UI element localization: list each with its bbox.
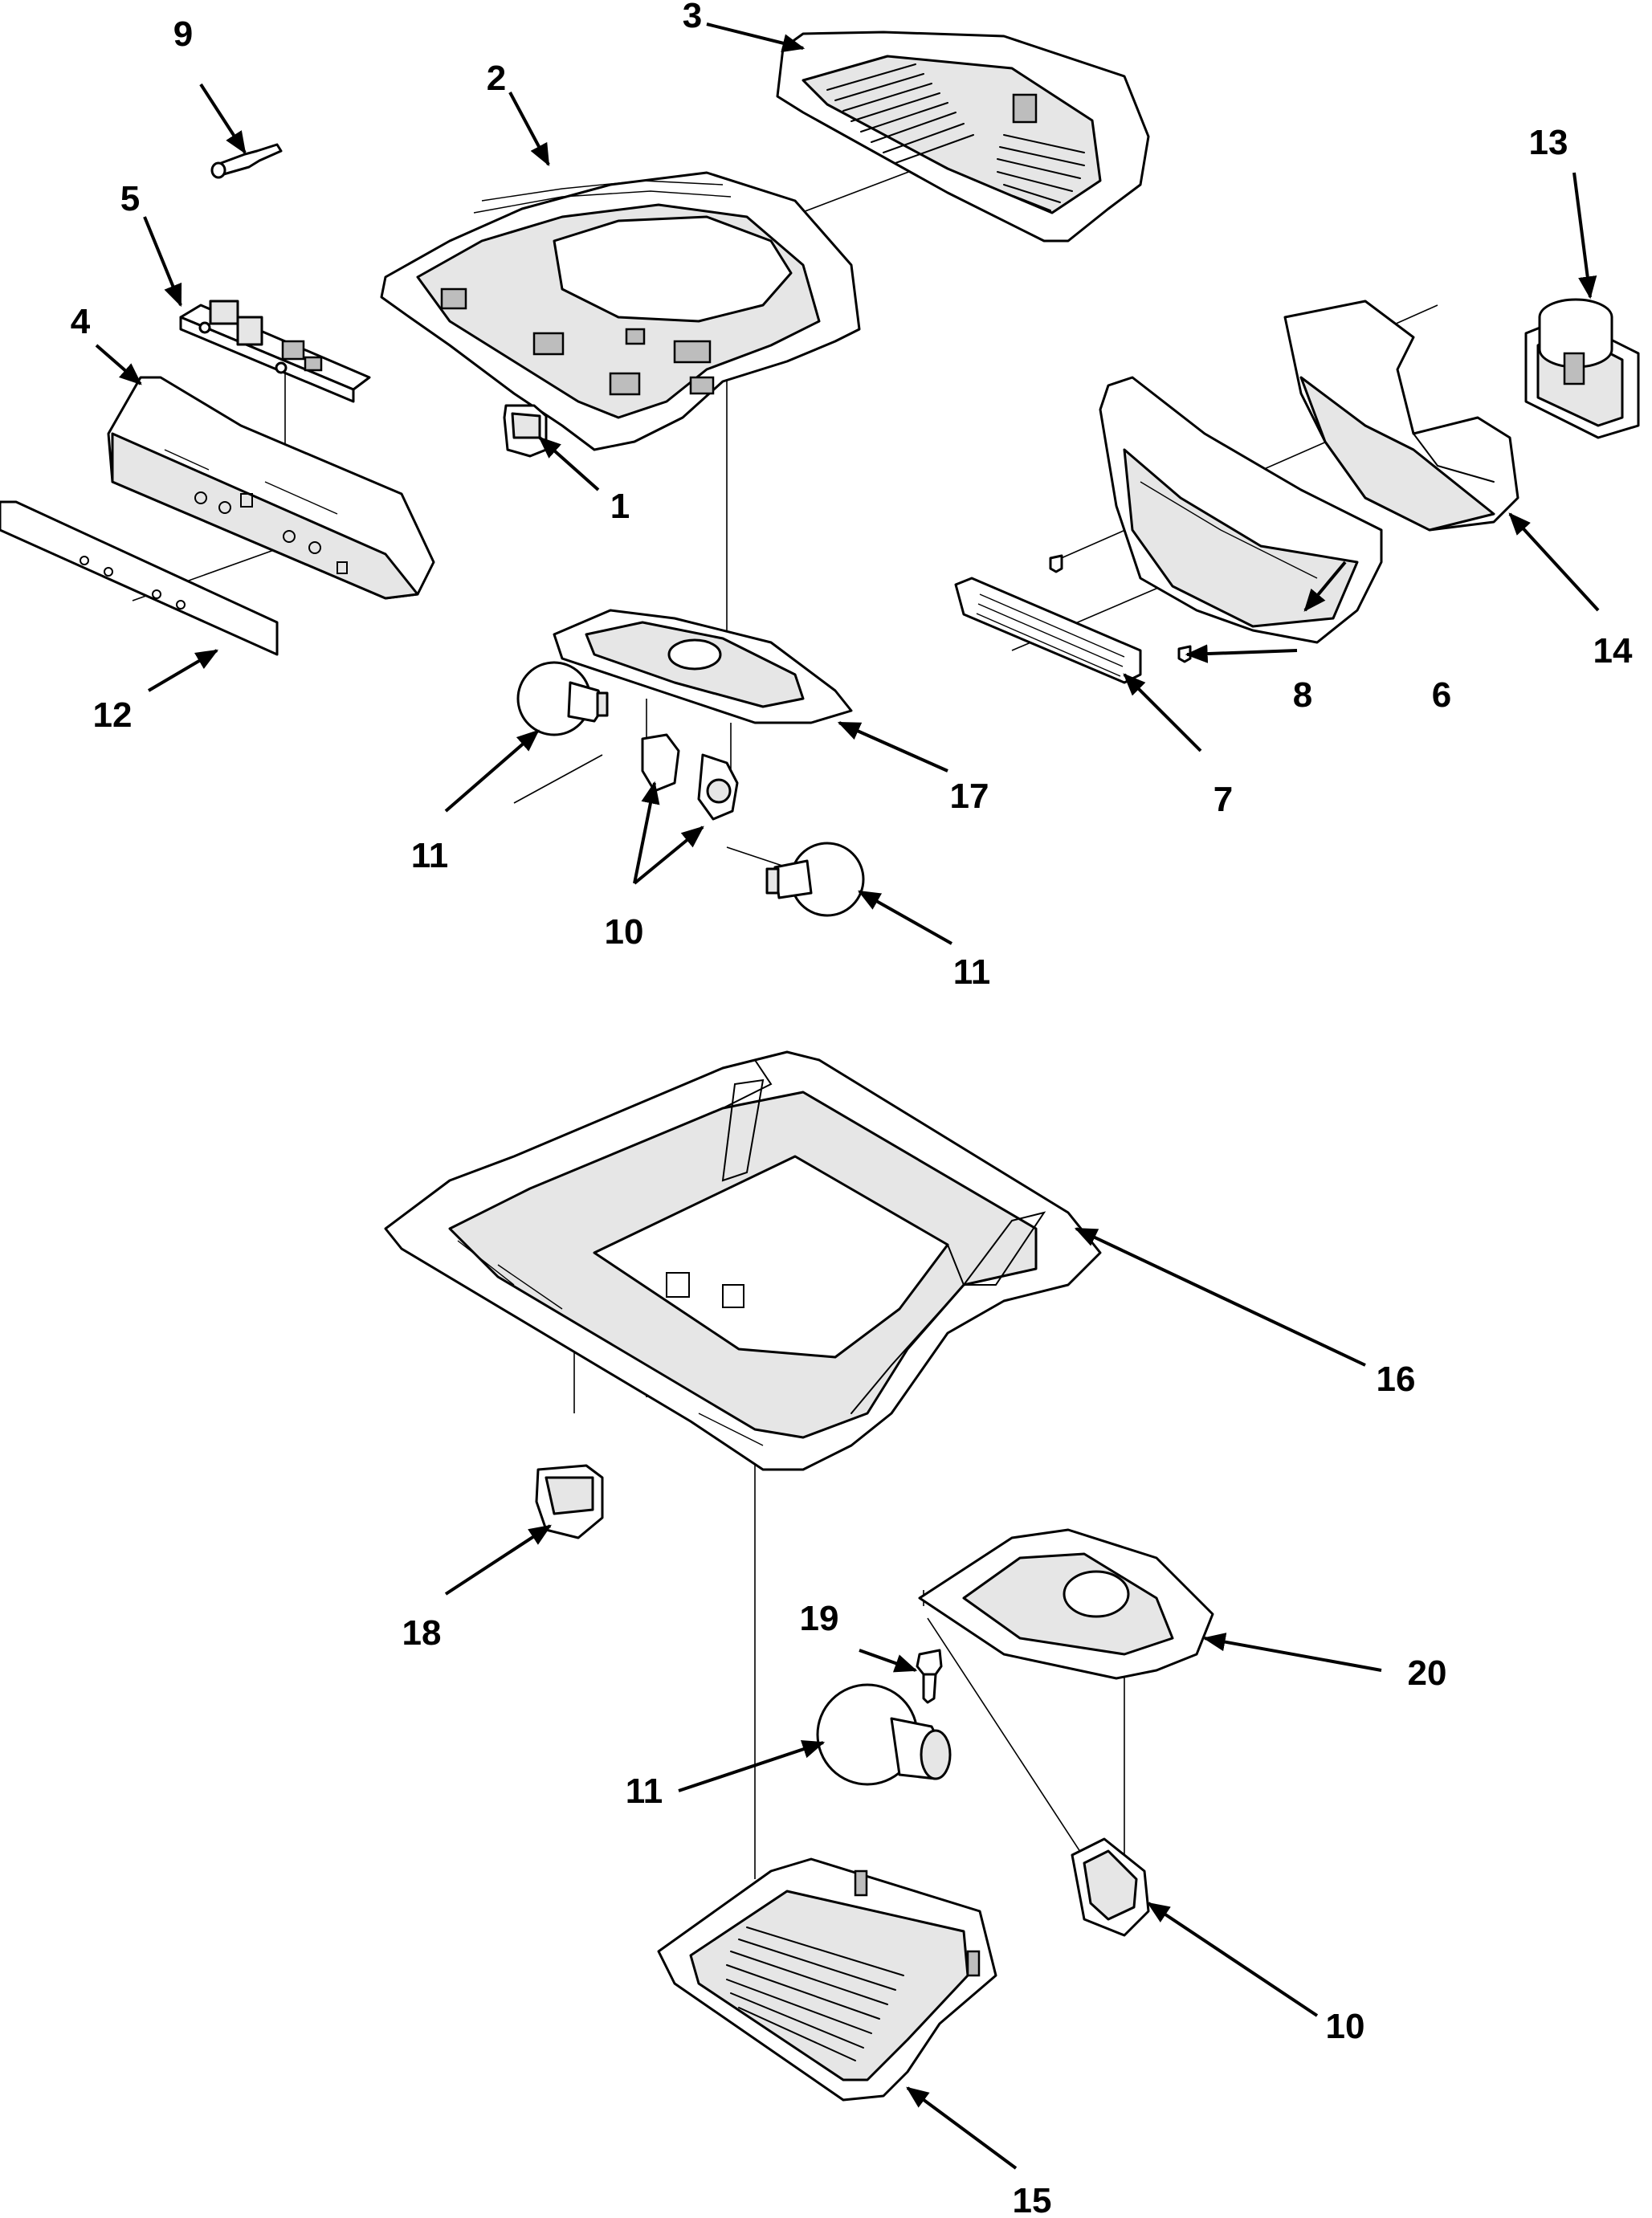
part-2-housing-frame: [380, 171, 861, 451]
part-6-front-bezel: [1099, 376, 1383, 644]
callout-4: 4: [71, 302, 91, 341]
callout-11-upper-left: 11: [411, 836, 449, 875]
callout-13: 13: [1529, 123, 1568, 162]
callout-2: 2: [487, 59, 506, 98]
part-13-motor-assembly: [1524, 298, 1640, 439]
part-18-switch: [535, 1464, 604, 1539]
callout-8: 8: [1293, 675, 1312, 715]
part-19-screw: [916, 1649, 943, 1704]
callout-7: 7: [1214, 780, 1233, 819]
part-17-light-cover: [553, 609, 853, 724]
callout-18: 18: [402, 1613, 442, 1653]
part-7-grille: [954, 577, 1142, 684]
part-4-control-housing: [107, 376, 435, 600]
callout-10-lower: 10: [1326, 2007, 1365, 2046]
part-11-bulb-upper-right: [765, 842, 865, 917]
callout-14: 14: [1593, 631, 1633, 671]
callout-11-upper-right: 11: [953, 952, 991, 992]
callout-10-upper: 10: [605, 912, 644, 952]
part-12-overlay-strip: [0, 500, 279, 656]
part-9-pin: [210, 143, 283, 179]
callout-20: 20: [1408, 1653, 1447, 1693]
part-10-socket-lower: [1071, 1837, 1150, 1937]
part-16-main-housing: [384, 1050, 1102, 1471]
callout-17: 17: [950, 777, 989, 816]
callout-15: 15: [1013, 2181, 1052, 2218]
assembly-guide-lines: [132, 150, 1438, 1920]
part-14-bezel-housing: [1283, 300, 1519, 532]
callout-19: 19: [800, 1599, 839, 1638]
callout-11-lower: 11: [626, 1772, 663, 1811]
part-5-control-board: [179, 300, 371, 403]
part-3-top-cover: [776, 31, 1150, 243]
part-10-sockets-upper: [641, 733, 739, 821]
callout-9: 9: [173, 14, 193, 54]
callout-labels: 1 2 3 4 5 6 7 8 9 10 11 11 12 13 14 15 1…: [71, 0, 1633, 2218]
callout-6: 6: [1432, 675, 1451, 715]
part-11-bulb-upper-left: [516, 661, 609, 736]
callout-12: 12: [93, 695, 133, 735]
part-1-switch: [503, 404, 548, 458]
leader-arrows: [95, 22, 1600, 2170]
callout-5: 5: [120, 179, 140, 218]
part-11-bulb-lower: [816, 1683, 952, 1786]
part-20-light-cover: [918, 1528, 1214, 1680]
callout-1: 1: [610, 487, 630, 526]
callout-16: 16: [1377, 1360, 1416, 1399]
callout-3: 3: [683, 0, 702, 35]
part-15-drip-tray: [657, 1857, 997, 2102]
